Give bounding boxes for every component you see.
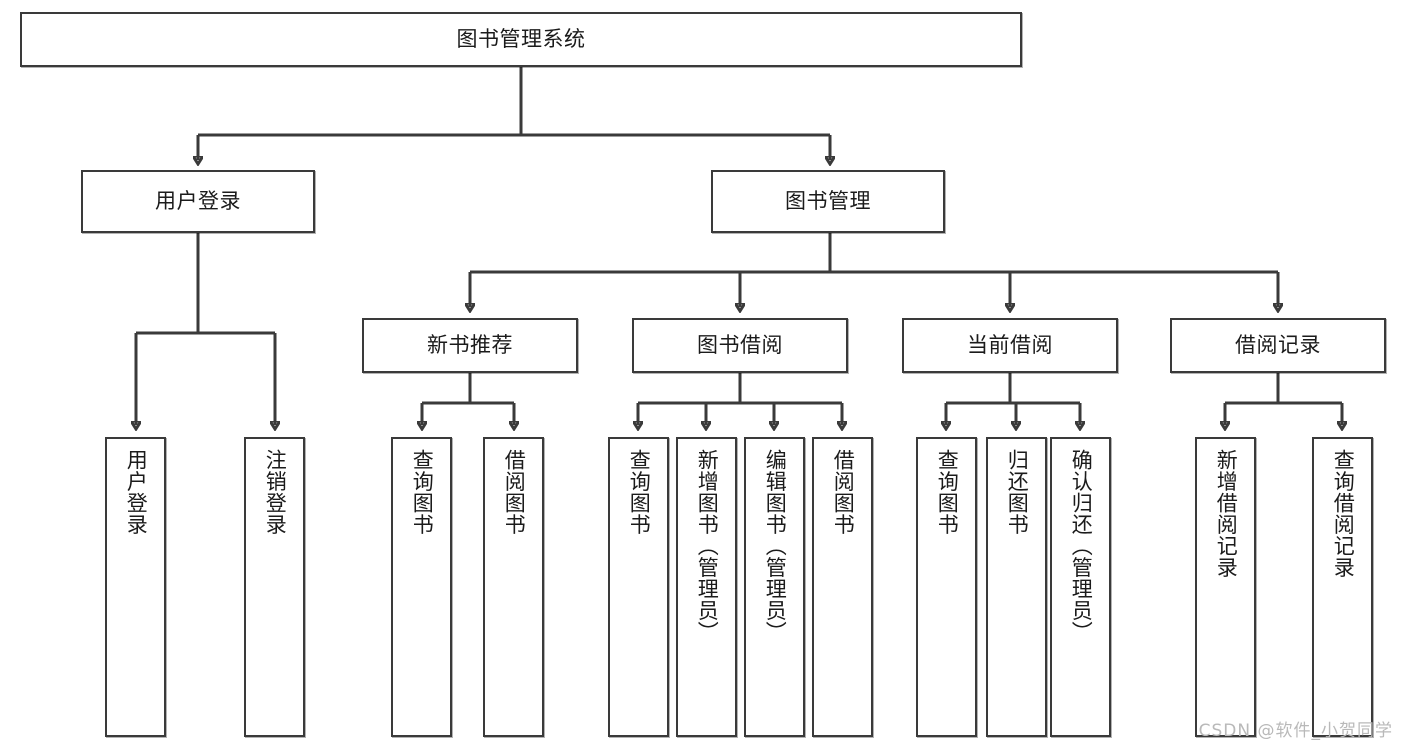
node-label: 注销登录 (263, 449, 288, 535)
leaf-borrow-book-new[interactable]: 借阅图书 (483, 437, 544, 737)
node-label: 借阅图书 (502, 449, 527, 535)
node-root-system[interactable]: 图书管理系统 (20, 12, 1022, 67)
node-label: 图书借阅 (697, 332, 783, 357)
node-label: 用户登录 (124, 449, 149, 535)
node-label: 编辑图书（管理员） (763, 449, 788, 643)
node-label: 用户登录 (155, 188, 241, 213)
leaf-confirm-return[interactable]: 确认归还（管理员） (1050, 437, 1111, 737)
node-label: 查询图书 (410, 449, 435, 535)
node-label: 借阅图书 (831, 449, 856, 535)
leaf-query-book-new[interactable]: 查询图书 (391, 437, 452, 737)
node-label: 确认归还（管理员） (1069, 449, 1094, 643)
leaf-user-login[interactable]: 用户登录 (105, 437, 166, 737)
node-label: 查询借阅记录 (1331, 449, 1356, 578)
leaf-borrow-book[interactable]: 借阅图书 (812, 437, 873, 737)
node-current-borrow[interactable]: 当前借阅 (902, 318, 1118, 373)
node-label: 图书管理系统 (456, 26, 586, 51)
node-label: 查询图书 (627, 449, 652, 535)
leaf-query-borrow-record[interactable]: 查询借阅记录 (1312, 437, 1373, 737)
leaf-query-book-current[interactable]: 查询图书 (916, 437, 977, 737)
node-user-login[interactable]: 用户登录 (81, 170, 315, 233)
watermark: CSDN @软件_小贺同学 (1198, 721, 1393, 741)
node-book-manage[interactable]: 图书管理 (711, 170, 945, 233)
node-label: 归还图书 (1005, 449, 1030, 535)
node-label: 图书管理 (785, 188, 871, 213)
node-label: 当前借阅 (967, 332, 1053, 357)
leaf-add-book[interactable]: 新增图书（管理员） (676, 437, 737, 737)
node-book-borrow[interactable]: 图书借阅 (632, 318, 848, 373)
node-new-book-recommend[interactable]: 新书推荐 (362, 318, 578, 373)
leaf-edit-book[interactable]: 编辑图书（管理员） (744, 437, 805, 737)
node-label: 新增借阅记录 (1214, 449, 1239, 578)
node-label: 借阅记录 (1235, 332, 1321, 357)
node-label: 查询图书 (935, 449, 960, 535)
leaf-query-book-borrow[interactable]: 查询图书 (608, 437, 669, 737)
node-label: 新书推荐 (427, 332, 513, 357)
node-label: 新增图书（管理员） (695, 449, 720, 643)
node-borrow-record[interactable]: 借阅记录 (1170, 318, 1386, 373)
leaf-return-book[interactable]: 归还图书 (986, 437, 1047, 737)
leaf-add-borrow-record[interactable]: 新增借阅记录 (1195, 437, 1256, 737)
leaf-user-logout[interactable]: 注销登录 (244, 437, 305, 737)
